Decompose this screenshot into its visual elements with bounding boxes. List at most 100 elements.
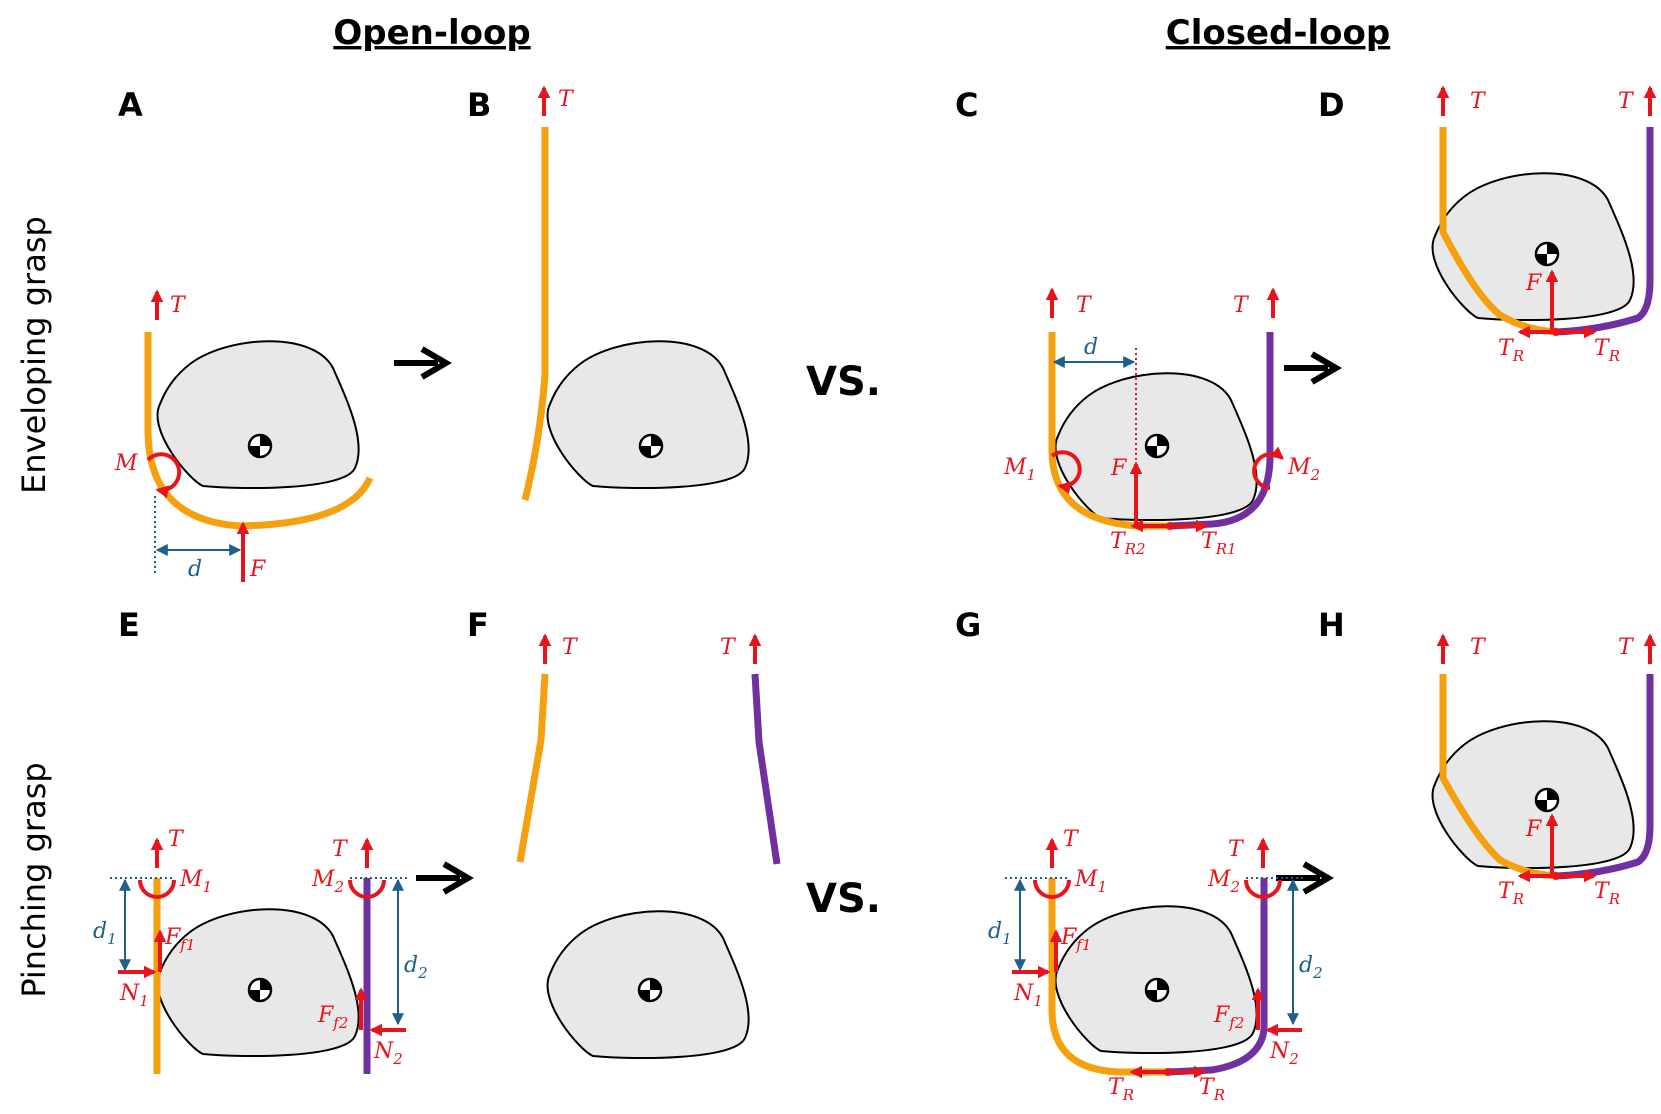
label-n2: N2 [373,1039,403,1068]
label-t-left: T [562,635,579,660]
moment-arc-left [138,879,176,899]
label-t-right: T [1228,837,1245,862]
panel-f: T T [516,633,781,1060]
label-t: T [558,87,575,112]
reaction-point [1552,328,1560,336]
label-t-left: T [168,827,185,852]
panel-g: T T M1 M2 d1 d2 N1 N2 Ff1 Ff2 TR TR [988,827,1323,1104]
object-shape [546,340,750,490]
label-t-right: T [1618,635,1635,660]
panel-label-a: A [118,86,143,124]
center-of-mass-icon [247,977,273,1003]
tendon-right [751,673,781,865]
panel-label-c: C [955,86,978,124]
panel-c: T T d F M1 M2 TR2 TR1 [1003,287,1320,558]
panel-label-b: B [467,86,491,124]
center-of-mass-icon [247,433,273,459]
label-d2: d2 [404,953,428,982]
label-d2: d2 [1299,953,1323,982]
center-of-mass-icon [638,433,664,459]
moment-arc-right [1244,879,1282,899]
object-shape [1431,720,1635,870]
moment-arc-right [348,879,386,899]
label-ff2: Ff2 [1213,1003,1244,1032]
tendon-left [1439,127,1557,336]
tendon-right [1167,878,1268,1076]
tendon-left [1439,674,1557,880]
label-m1: M1 [179,867,212,896]
label-tr1: TR1 [1201,529,1237,558]
reaction-point [1552,872,1560,880]
center-of-mass-icon [1534,241,1560,267]
label-t-left: T [1063,827,1080,852]
moment-arc-left [1033,879,1071,899]
label-m1: M1 [1003,455,1036,484]
label-t-left: T [1470,635,1487,660]
center-of-mass-icon [637,977,663,1003]
panel-label-d: D [1318,86,1345,124]
moment-arrow-right [1252,446,1284,490]
reaction-point [1164,1068,1172,1076]
panel-b: T [521,85,750,501]
label-m2: M2 [1287,455,1320,484]
label-tr-right: TR [1199,1075,1225,1104]
transition-arrow-c-d [1284,354,1336,382]
label-ff2: Ff2 [317,1003,348,1032]
label-t-left: T [1076,293,1093,318]
transition-arrow-a-b [394,349,446,377]
center-of-mass-icon [1144,433,1170,459]
label-tr-left: TR [1498,879,1524,908]
moment-arrow-left [1050,450,1082,494]
label-d: d [188,557,202,582]
tendon-right [1169,332,1274,530]
panel-label-g: G [955,606,981,644]
tendon-left [1048,332,1170,530]
vs-label-bottom: VS. [806,876,881,922]
tendon-left [516,673,549,863]
label-tr-right: TR [1594,879,1620,908]
label-m1: M1 [1074,867,1107,896]
label-f: F [1525,817,1542,842]
label-tr-left: TR [1498,336,1524,365]
label-n1: N1 [1013,981,1043,1010]
label-t-right: T [720,635,737,660]
label-t: T [170,293,187,318]
label-m2: M2 [1207,867,1240,896]
label-t-right: T [332,837,349,862]
panel-e: T T M1 M2 d1 d2 N1 N2 Ff1 Ff2 [93,827,428,1074]
center-of-mass-icon [1144,977,1170,1003]
label-t-right: T [1618,89,1635,114]
label-tr-right: TR [1594,336,1620,365]
tendon-left [521,127,549,501]
label-n2: N2 [1269,1039,1299,1068]
moment-arrow [146,452,182,499]
header-open-loop: Open-loop [333,13,530,53]
row-label-pinching: Pinching grasp [15,762,53,997]
object-shape [156,340,360,490]
label-tr2: TR2 [1110,529,1146,558]
label-f: F [1525,271,1542,296]
panel-label-f: F [467,606,489,644]
label-t-right: T [1233,293,1250,318]
label-m2: M2 [311,867,344,896]
tendon-left [1048,878,1168,1076]
row-label-enveloping: Enveloping grasp [15,216,53,494]
label-f: F [1110,456,1127,481]
panel-d: T T F TR TR [1431,85,1657,365]
vs-label-top: VS. [806,359,881,405]
label-t-left: T [1470,89,1487,114]
label-ff1: Ff1 [164,925,195,954]
label-m: M [114,451,138,476]
label-d1: d1 [93,919,117,948]
label-ff1: Ff1 [1060,925,1091,954]
center-of-mass-icon [1534,787,1560,813]
label-d: d [1084,335,1098,360]
panel-label-e: E [118,606,140,644]
reaction-point [1166,522,1174,530]
panel-label-h: H [1318,606,1345,644]
transition-arrow-e-f [416,864,468,892]
header-closed-loop: Closed-loop [1166,13,1390,53]
panel-a: T M F d [114,289,374,582]
label-tr-left: TR [1108,1075,1134,1104]
